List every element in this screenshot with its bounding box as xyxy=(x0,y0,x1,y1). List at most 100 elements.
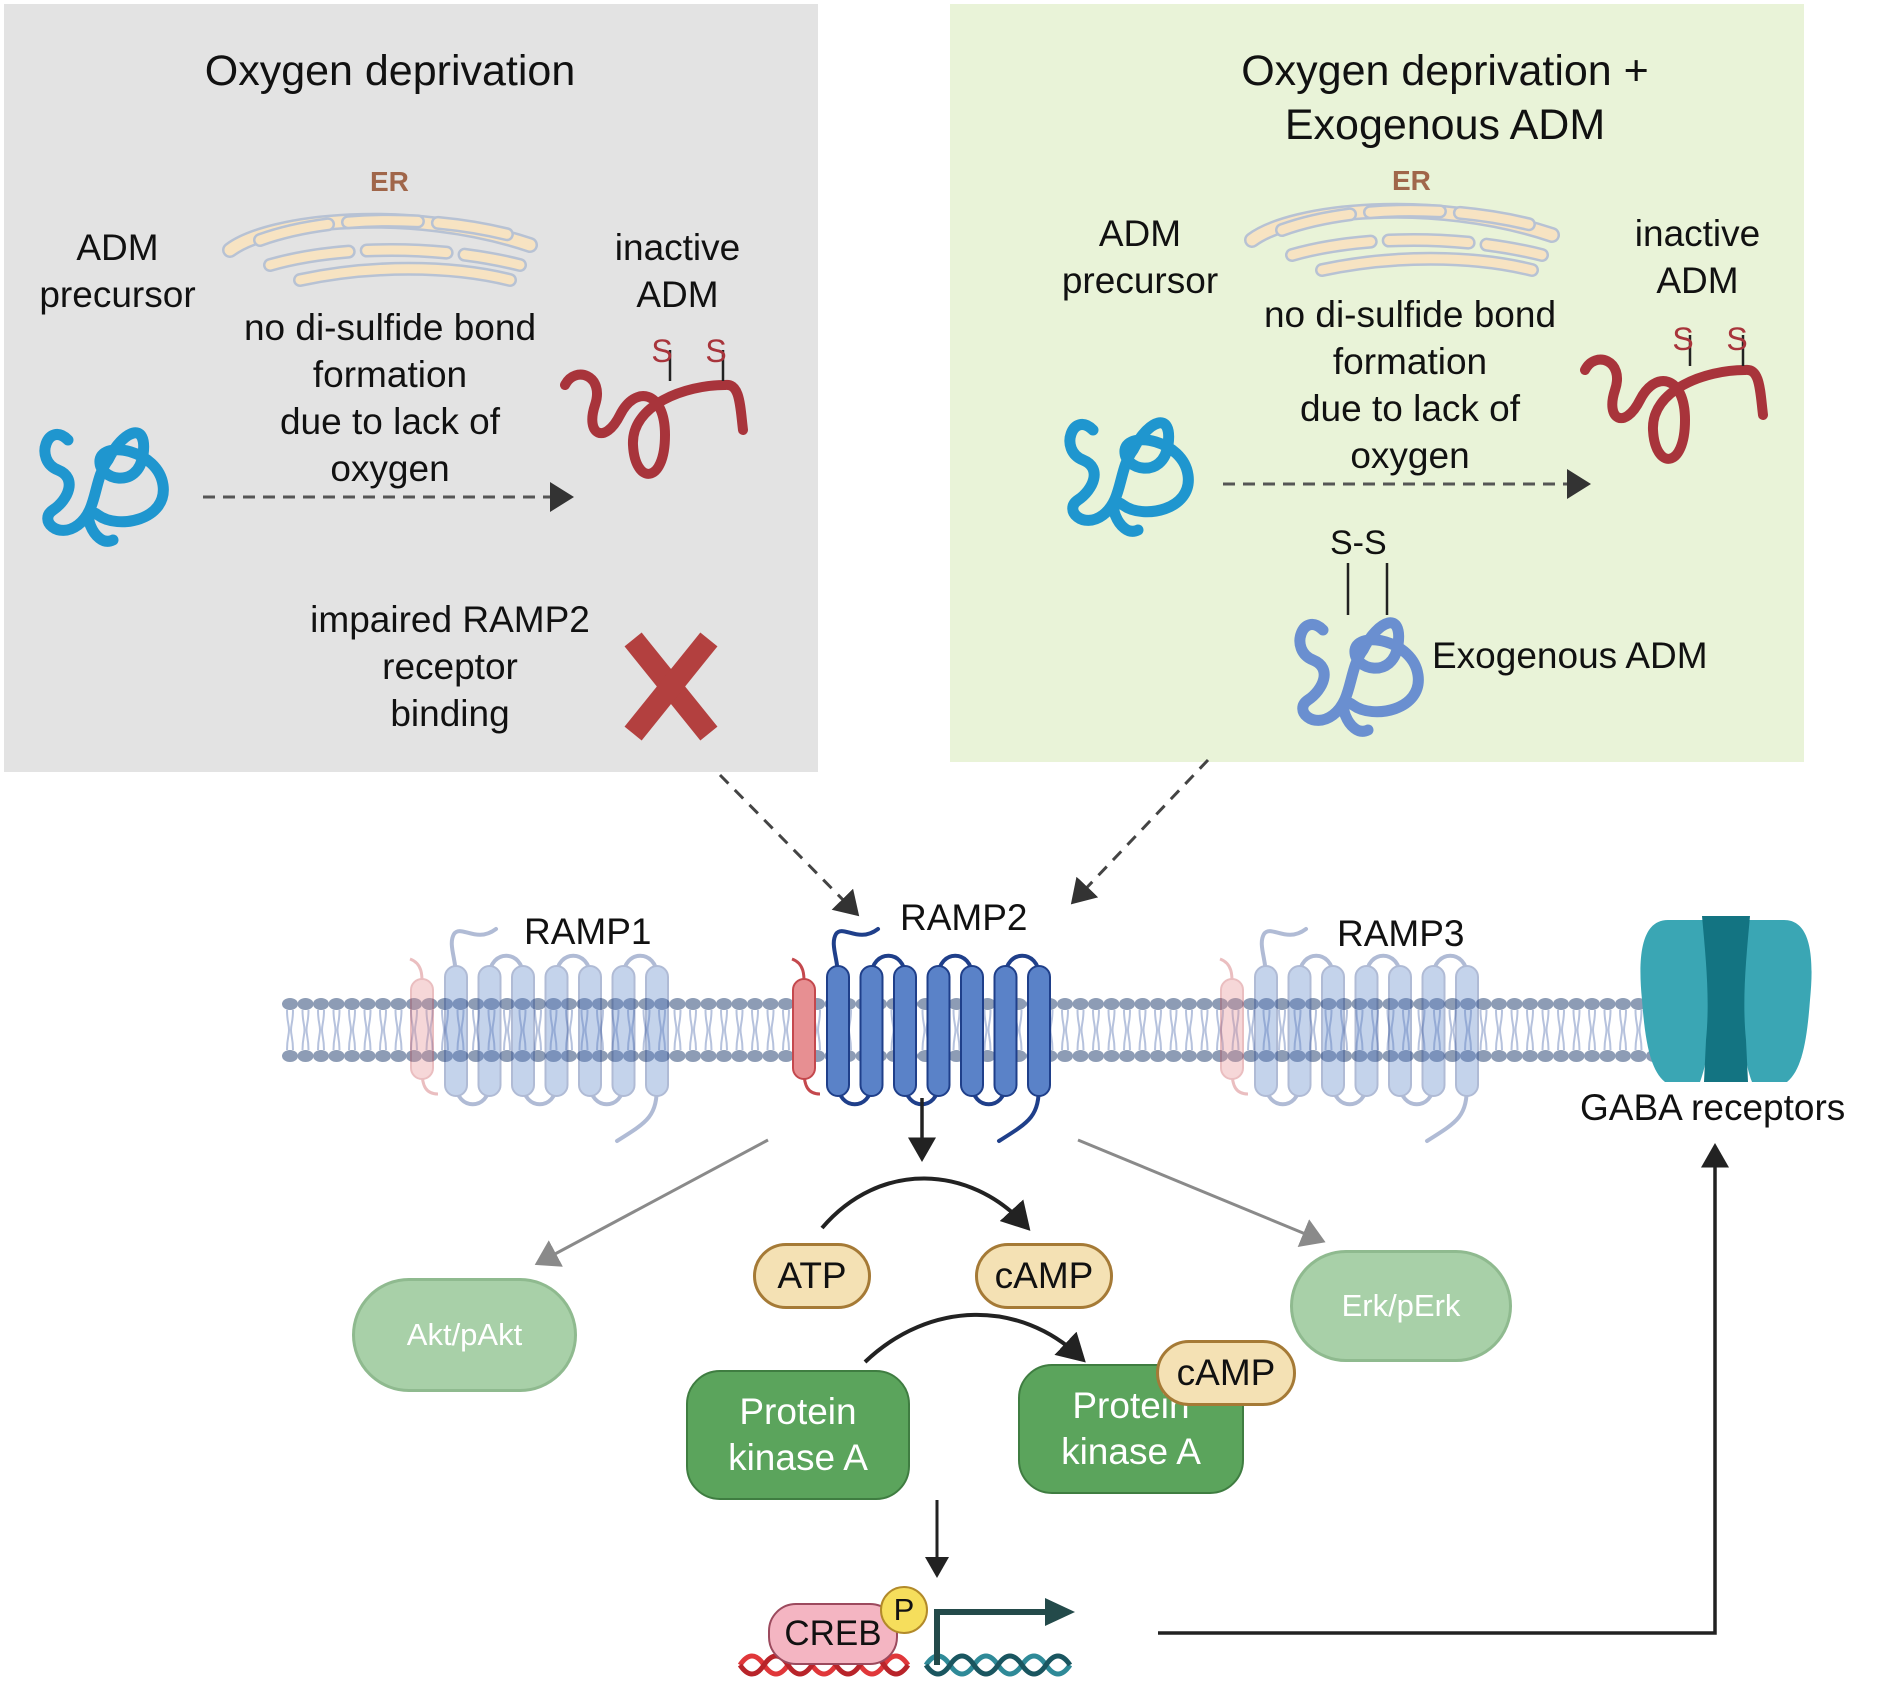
left-to-ramp2-arrow xyxy=(718,773,860,917)
lipid-tail xyxy=(704,1029,713,1051)
lipid-tail xyxy=(1309,1009,1317,1031)
lipid-tail xyxy=(596,1029,604,1051)
left-er-label: ER xyxy=(370,166,409,197)
lipid-head xyxy=(1274,1050,1290,1062)
lipid-tail xyxy=(1061,1009,1069,1031)
right-er-label: ER xyxy=(1392,165,1431,196)
lipid-tail xyxy=(379,1009,387,1031)
lipid-tail xyxy=(1262,1029,1271,1051)
lipid-head xyxy=(638,1050,655,1062)
lipid-head xyxy=(731,1050,748,1062)
lipid-head xyxy=(1212,998,1228,1010)
lipid-tail xyxy=(394,1029,403,1051)
lipid-head xyxy=(1196,1050,1213,1062)
gaba-receptor-icon xyxy=(1640,916,1812,1082)
lipid-head xyxy=(1274,998,1290,1010)
left-sulfur-1: S xyxy=(651,333,672,369)
lipid-tail xyxy=(1107,1009,1116,1031)
right-adm-precursor-icon xyxy=(1070,423,1188,532)
lipid-tail xyxy=(534,1009,542,1031)
lipid-head xyxy=(747,998,763,1010)
lipid-tail xyxy=(363,1029,372,1051)
lipid-head xyxy=(1351,1050,1368,1062)
right-process-line1: no di-sulfide bond xyxy=(1263,294,1557,335)
lipid-tail xyxy=(611,1029,620,1051)
lipid-head xyxy=(1258,1050,1275,1062)
to-erk-arrow xyxy=(1077,1138,1326,1247)
left-process-line4: oxygen xyxy=(330,448,450,489)
lipid-tail xyxy=(1200,1029,1209,1051)
lipid-head xyxy=(700,998,717,1010)
right-inactive-label: inactive ADM xyxy=(1600,210,1795,304)
lipid-tail xyxy=(1107,1029,1116,1051)
lipid-head xyxy=(406,998,422,1010)
transmembrane-helix xyxy=(1321,965,1345,1097)
lipid-head xyxy=(1227,998,1244,1010)
lipid-head xyxy=(654,1050,670,1062)
lipid-head xyxy=(1615,998,1631,1010)
lipid-tail xyxy=(456,1009,465,1031)
lipid-tail xyxy=(1293,1029,1302,1051)
lipid-tail xyxy=(534,1029,542,1051)
lipid-head xyxy=(297,1050,314,1062)
lipid-tail xyxy=(472,1009,480,1031)
lipid-tail xyxy=(1634,1009,1643,1031)
lipid-tail xyxy=(1541,1029,1550,1051)
lipid-head xyxy=(530,1050,546,1062)
lipid-tail xyxy=(348,1029,356,1051)
lipid-tail xyxy=(658,1029,666,1051)
creb-node: CREB xyxy=(768,1603,898,1665)
right-er-icon xyxy=(1252,211,1552,270)
transmembrane-helix xyxy=(511,965,535,1097)
lipid-head xyxy=(1367,998,1383,1010)
lipid-tail xyxy=(1402,1009,1410,1031)
lipid-head xyxy=(1413,998,1430,1010)
lipid-tail xyxy=(1603,1029,1612,1051)
lipid-tail xyxy=(1262,1009,1271,1031)
transmembrane-helix xyxy=(960,965,984,1097)
lipid-head xyxy=(499,998,515,1010)
lipid-tail xyxy=(1154,1009,1162,1031)
lipid-head xyxy=(1289,1050,1306,1062)
lipid-tail xyxy=(1417,1029,1426,1051)
lipid-head xyxy=(468,998,484,1010)
lipid-tail xyxy=(1619,1009,1627,1031)
lipid-head xyxy=(623,1050,639,1062)
lipid-head xyxy=(483,998,500,1010)
lipid-tail xyxy=(1247,1009,1255,1031)
lipid-head xyxy=(592,998,608,1010)
lipid-tail xyxy=(503,1009,511,1031)
lipid-tail xyxy=(394,1009,403,1031)
right-process-line2: formation xyxy=(1332,341,1488,382)
lipid-tail xyxy=(1557,1009,1565,1031)
lipid-tail xyxy=(1309,1029,1317,1051)
lipid-head xyxy=(282,998,298,1010)
gaba-receptors-label: GABA receptors xyxy=(1580,1087,1846,1128)
lipid-tail xyxy=(1479,1009,1488,1031)
lipid-head xyxy=(1568,998,1585,1010)
lipid-tail xyxy=(317,1009,325,1031)
lipid-tail xyxy=(1588,1009,1596,1031)
lipid-head xyxy=(1444,998,1461,1010)
transmembrane-helix xyxy=(611,965,636,1097)
lipid-head xyxy=(716,998,732,1010)
lipid-head xyxy=(607,998,624,1010)
lipid-tail xyxy=(952,1009,961,1031)
lipid-tail xyxy=(673,1009,682,1031)
lipid-head xyxy=(1351,998,1368,1010)
lipid-tail xyxy=(1076,1029,1085,1051)
impaired-line2: receptor xyxy=(382,646,518,687)
lipid-tail xyxy=(1169,1029,1178,1051)
lipid-tail xyxy=(1231,1029,1240,1051)
pka-left-line1: Protein xyxy=(739,1391,857,1432)
lipid-head xyxy=(778,1050,794,1062)
lipid-head xyxy=(437,1050,453,1062)
lipid-head xyxy=(1320,998,1337,1010)
lipid-tail xyxy=(1464,1009,1472,1031)
lipid-tail xyxy=(627,1029,635,1051)
lipid-tail xyxy=(1588,1029,1596,1051)
lipid-head xyxy=(1522,998,1538,1010)
lipid-head xyxy=(328,1050,345,1062)
lipid-tail xyxy=(332,1029,341,1051)
